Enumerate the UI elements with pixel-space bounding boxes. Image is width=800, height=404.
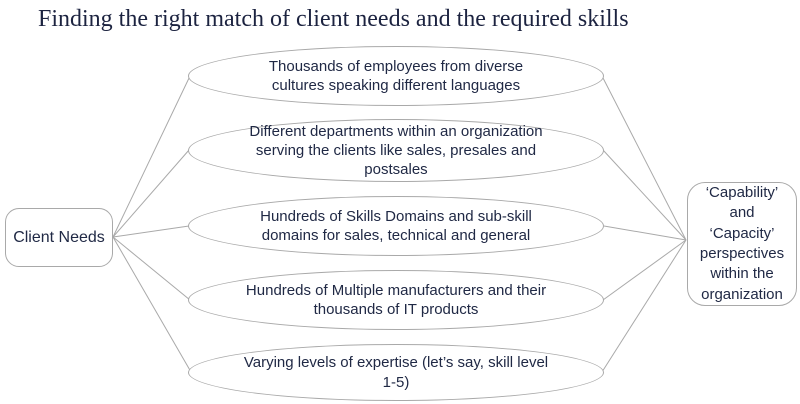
connector-line [602,239,687,301]
diagram-title: Finding the right match of client needs … [38,6,629,32]
ellipse-expertise: Varying levels of expertise (let’s say, … [188,344,604,401]
ellipse-employees-label: Thousands of employees from diverse cult… [268,57,524,94]
ellipse-employees: Thousands of employees from diverse cult… [188,46,604,106]
connector-line [112,236,192,373]
capability-capacity-label: ‘Capability’ and ‘Capacity’ perspectives… [699,183,785,303]
ellipse-skill-domains-label: Hundreds of Skills Domains and sub-skill… [260,207,532,244]
connector-line [112,75,191,238]
connector-line [112,225,190,238]
connector-line [601,75,687,241]
ellipse-skill-domains: Hundreds of Skills Domains and sub-skill… [188,196,604,256]
connector-line [112,236,191,301]
client-needs-node: Client Needs [5,208,113,267]
ellipse-departments-label: Different departments within an organiza… [249,122,543,179]
capability-capacity-node: ‘Capability’ and ‘Capacity’ perspectives… [687,182,797,306]
client-needs-label: Client Needs [13,228,105,246]
connector-line [603,225,687,241]
connector-line [601,239,687,373]
ellipse-manufacturers-label: Hundreds of Multiple manufacturers and t… [245,281,547,318]
ellipse-expertise-label: Varying levels of expertise (let’s say, … [243,354,549,391]
connector-line [602,149,687,241]
ellipse-manufacturers: Hundreds of Multiple manufacturers and t… [188,270,604,330]
ellipse-departments: Different departments within an organiza… [188,119,604,182]
connector-line [112,149,190,238]
